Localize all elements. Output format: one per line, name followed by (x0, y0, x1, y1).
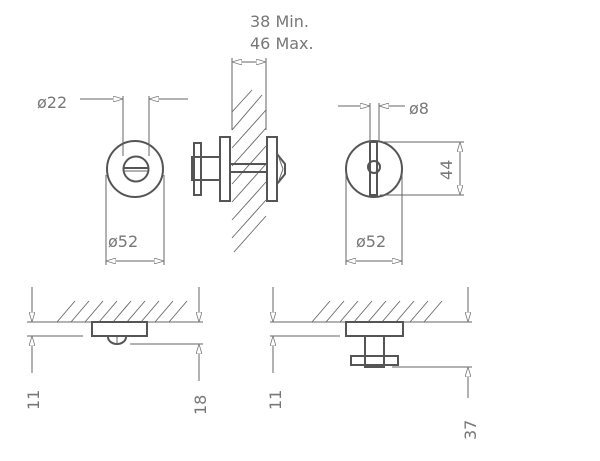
side-section-fitting (191, 136, 286, 202)
diameter-8-dimension (338, 103, 405, 142)
length-44-dimension (380, 141, 464, 196)
right-turn-knob-front-view (345, 140, 403, 198)
label-left-11: 11 (24, 390, 43, 410)
right-side-fitting (270, 287, 472, 398)
diameter-22-dimension (80, 96, 188, 156)
label-right-11: 11 (266, 390, 285, 410)
label-38-min: 38 Min. (250, 12, 309, 31)
label-diameter-22: ø22 (37, 93, 67, 112)
left-side-fitting (27, 287, 203, 381)
left-indicator-front-view (106, 140, 164, 198)
right-diameter-52-dimension (345, 175, 403, 265)
label-18: 18 (191, 395, 210, 415)
label-right-diameter-52: ø52 (356, 232, 386, 251)
wall-section-hatch (231, 89, 267, 253)
left-side-wall-hatch (56, 300, 188, 323)
wall-thickness-dimension (231, 58, 267, 130)
label-37: 37 (461, 420, 480, 440)
label-44: 44 (437, 160, 456, 180)
right-side-wall-hatch (311, 300, 443, 323)
left-diameter-52-dimension (105, 175, 165, 265)
label-diameter-8: ø8 (409, 99, 429, 118)
label-46-max: 46 Max. (250, 34, 314, 53)
label-left-diameter-52: ø52 (108, 232, 138, 251)
